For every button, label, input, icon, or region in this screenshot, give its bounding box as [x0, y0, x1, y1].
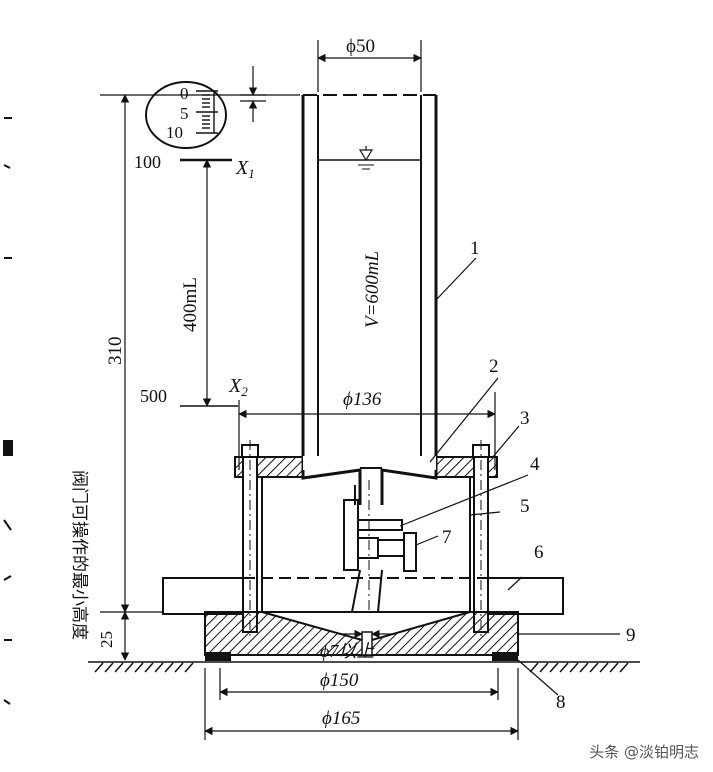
cylinder-bottom — [301, 467, 438, 505]
mark-100-label: 100 — [134, 152, 161, 172]
x2-label: X2 — [228, 375, 248, 399]
part-label-4: 4 — [530, 454, 540, 475]
part-label-1: 1 — [470, 238, 480, 259]
watermark: 头条 @淡铂明志 — [589, 743, 699, 761]
bottom-inner-label: ϕ150 — [320, 670, 359, 691]
x1-label: X1 — [235, 157, 255, 181]
dim-bottom — [204, 668, 519, 740]
top-diameter-label: ϕ50 — [346, 36, 375, 57]
part-label-2: 2 — [489, 356, 499, 377]
support-ring — [162, 577, 564, 615]
scale-mark-0: 0 — [180, 84, 189, 103]
base-height-label: 25 — [97, 631, 116, 648]
valve-min-height-note: 阀门可操作的最小高度 — [69, 470, 89, 640]
part-label-6: 6 — [534, 542, 544, 563]
part-label-5: 5 — [520, 496, 530, 517]
outlet-pipe — [351, 569, 383, 613]
outlet-label: ϕ7以上 — [320, 641, 375, 661]
part-label-8: 8 — [556, 692, 566, 713]
top-flange — [234, 444, 498, 478]
dim-volume-span — [180, 158, 238, 407]
part-label-9: 9 — [626, 625, 636, 646]
body — [242, 440, 489, 640]
ground — [88, 661, 640, 673]
scale-bubble: 0 5 10 — [145, 81, 227, 149]
part-label-3: 3 — [520, 408, 530, 429]
dim-top-diameter — [317, 40, 422, 92]
left-margin-marks — [3, 117, 13, 705]
bottom-outer-label: ϕ165 — [322, 708, 360, 729]
part-leaders — [399, 257, 620, 696]
scale-mark-10: 10 — [166, 123, 183, 142]
volume-span-label: 400mL — [180, 277, 201, 332]
mark-500-label: 500 — [140, 386, 167, 406]
dim-scale-gap — [240, 66, 266, 122]
volume-label: V=600mL — [362, 251, 383, 328]
valve — [343, 480, 417, 640]
flange-span-label: ϕ136 — [343, 389, 382, 410]
dim-total-height — [100, 94, 300, 613]
total-height-label: 310 — [105, 337, 126, 366]
part-label-7: 7 — [442, 527, 452, 548]
scale-mark-5: 5 — [180, 104, 189, 123]
top-cylinder — [301, 94, 438, 470]
